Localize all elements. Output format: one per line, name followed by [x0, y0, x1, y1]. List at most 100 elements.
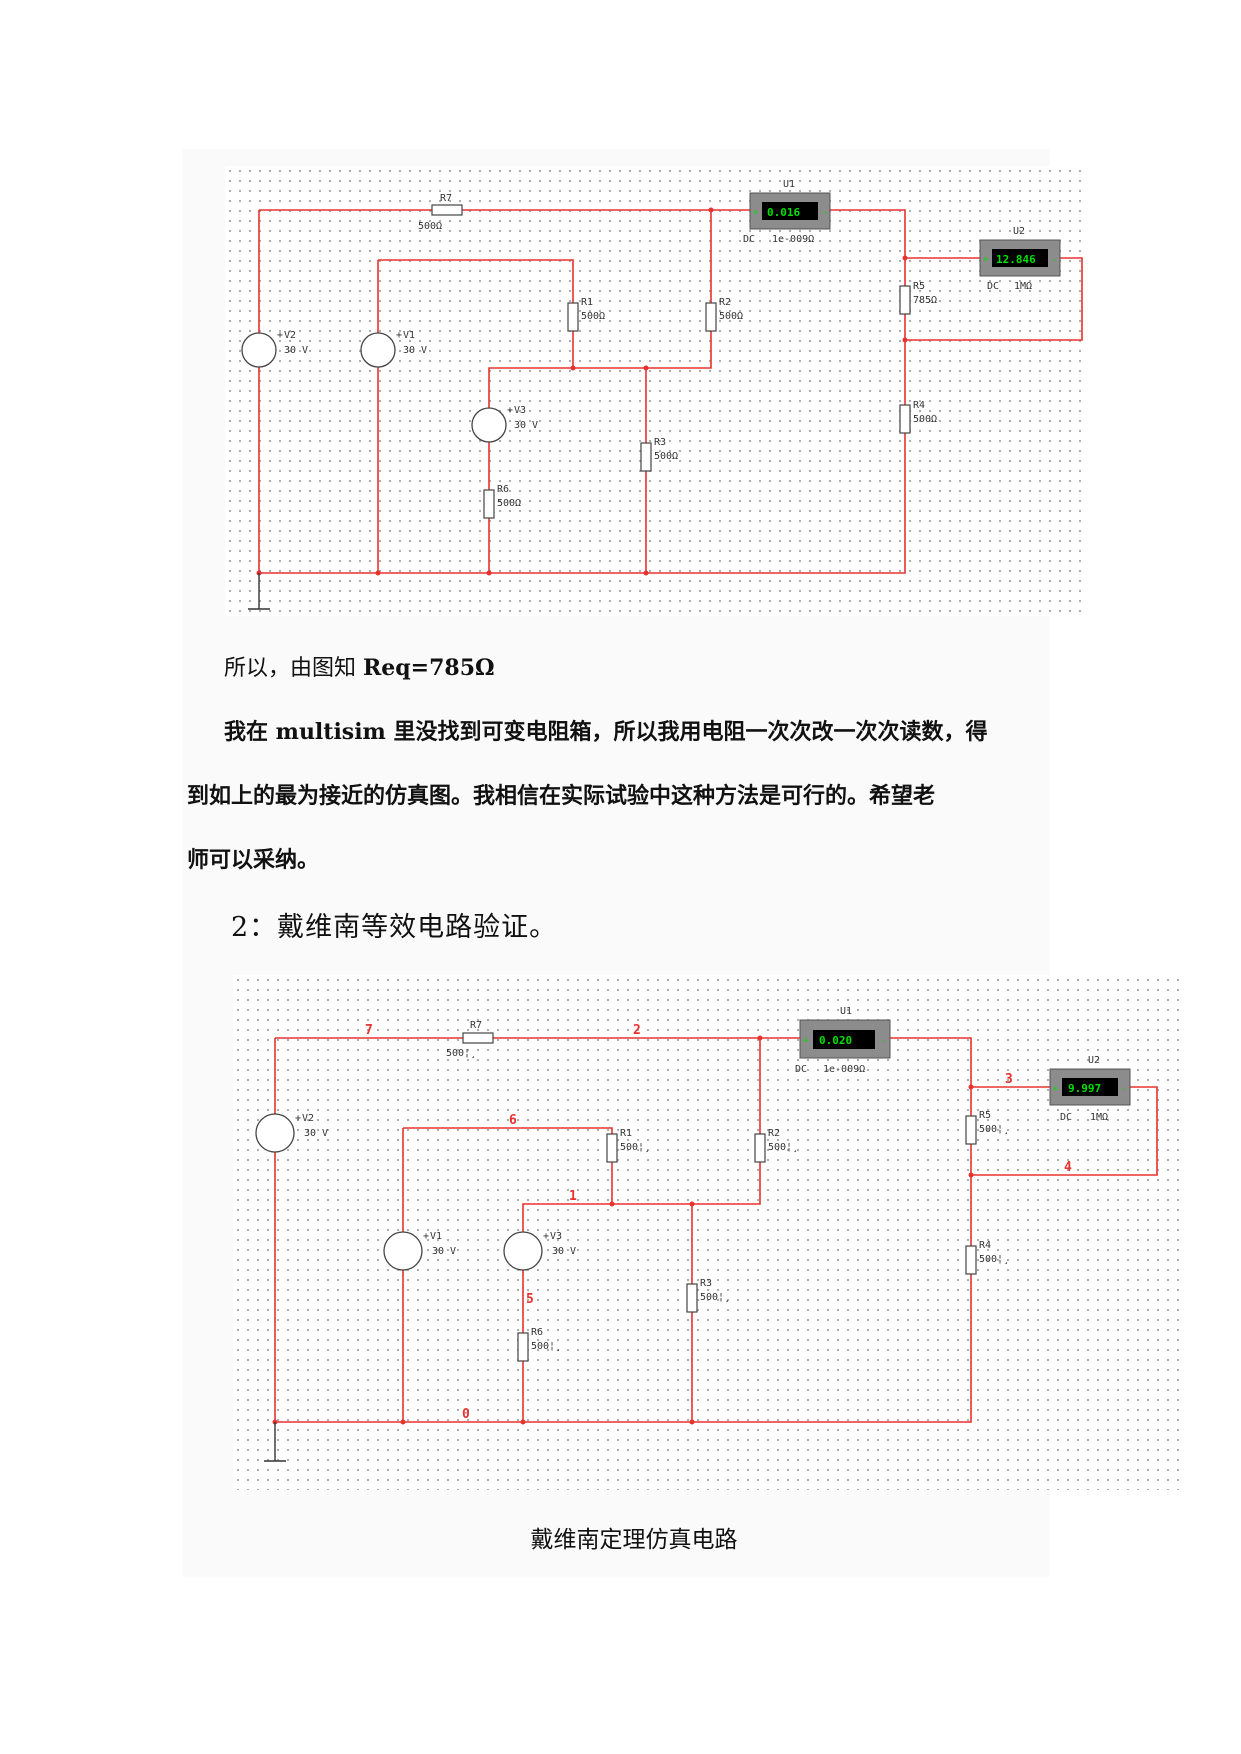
- circuit1-r4-value: 500Ω: [913, 414, 937, 425]
- circuit1-resistor-r6: [483, 489, 495, 519]
- circuit1-resistor-r1: [567, 302, 579, 332]
- circuit1-resistor-r7: [431, 204, 463, 216]
- circuit2-r2-value: 500¦¸: [768, 1142, 798, 1153]
- svg-text:+: +: [983, 255, 989, 265]
- circuit1-r2-name: R2: [719, 297, 731, 308]
- circuit2-resistor-r2: [754, 1133, 766, 1163]
- circuit2-r1-name: R1: [620, 1128, 632, 1139]
- circuit2-r4-value: 500¦¸: [979, 1254, 1009, 1265]
- svg-text:+: +: [423, 1231, 429, 1242]
- circuit2-u1-resistance: 1e-009Ω: [823, 1064, 865, 1075]
- svg-text:+: +: [543, 1231, 549, 1242]
- circuit2-junctions: [272, 1035, 974, 1425]
- circuit2-r3-name: R3: [700, 1278, 712, 1289]
- circuit2-u2-resistance: 1MΩ: [1090, 1112, 1108, 1123]
- svg-text:+: +: [803, 1036, 809, 1046]
- circuit1-meter-u2: 12.846 + -: [979, 239, 1061, 277]
- circuit1-junctions: [256, 207, 908, 576]
- svg-text:-: -: [1052, 255, 1057, 265]
- circuit1-resistor-r2: [705, 302, 717, 332]
- circuit2-r5-name: R5: [979, 1110, 991, 1121]
- circuit2-resistor-r1: [606, 1133, 618, 1163]
- circuit2-resistor-r3: [686, 1283, 698, 1313]
- circuit2-source-v2: [255, 1113, 295, 1153]
- schematic-grid-2: [233, 975, 1181, 1490]
- svg-text:+: +: [295, 1113, 301, 1124]
- circuit1-u2-reading: 12.846: [996, 253, 1036, 266]
- circuit2-r3-value: 500¦¸: [700, 1292, 730, 1303]
- circuit2-node-4: 4: [1064, 1160, 1072, 1175]
- circuit1-r1-value: 500Ω: [581, 311, 605, 322]
- circuit2-r6-name: R6: [531, 1327, 543, 1338]
- paragraph-line-3: 师可以采纳。: [187, 847, 320, 873]
- circuit1-v3-value: 30 V: [514, 420, 538, 431]
- circuit2-node-0: 0: [462, 1407, 470, 1422]
- circuit1-r3-name: R3: [654, 437, 666, 448]
- circuit1-resistor-r4: [899, 404, 911, 434]
- circuit1-source-v2: [241, 332, 277, 368]
- circuit2-v1-name: V1: [430, 1231, 442, 1242]
- circuit2-meter-u1: 0.020 + -: [799, 1019, 891, 1059]
- svg-text:+: +: [396, 330, 402, 341]
- circuit1-u1-resistance: 1e-009Ω: [772, 234, 814, 245]
- svg-text:+: +: [753, 208, 759, 218]
- svg-text:+: +: [1053, 1084, 1059, 1094]
- circuit2-u2-mode: DC: [1060, 1112, 1072, 1123]
- circuit1-r6-value: 500Ω: [497, 498, 521, 509]
- circuit2-v2-value: 30 V: [304, 1128, 328, 1139]
- circuit2-ground-symbol: [264, 1422, 286, 1462]
- circuit2-u1-name: U1: [840, 1006, 852, 1017]
- conclusion-line: 所以，由图知 Req=785Ω: [224, 650, 495, 682]
- section-heading: 2：戴维南等效电路验证。: [231, 912, 558, 943]
- circuit1-r4-name: R4: [913, 400, 925, 411]
- circuit2-r6-value: 500¦¸: [531, 1341, 561, 1352]
- circuit1-u1-reading: 0.016: [767, 206, 800, 219]
- circuit1-source-v3: [471, 407, 507, 443]
- circuit1-v1-value: 30 V: [403, 345, 427, 356]
- circuit1-u2-resistance: 1MΩ: [1014, 281, 1032, 292]
- circuit2-r7-name: R7: [470, 1020, 482, 1031]
- circuit1-r6-name: R6: [497, 484, 509, 495]
- circuit2-resistor-r5: [965, 1115, 977, 1145]
- paragraph-line-2: 到如上的最为接近的仿真图。我相信在实际试验中这种方法是可行的。希望老: [187, 783, 936, 809]
- circuit2-u1-mode: DC: [795, 1064, 807, 1075]
- circuit1-r5-name: R5: [913, 281, 925, 292]
- circuit2-u1-reading: 0.020: [819, 1034, 852, 1047]
- circuit1-source-v1: [360, 332, 396, 368]
- circuit1-u1-name: U1: [783, 179, 795, 190]
- circuit2-source-v1: [383, 1231, 423, 1271]
- circuit-schematic-2: 7 2 6 1 3 4 5 0 R7 500¦¸ R1 500¦¸ R2 500…: [255, 1006, 1158, 1462]
- circuit1-resistor-r3: [640, 442, 652, 472]
- svg-text:-: -: [822, 208, 827, 218]
- circuit2-node-2: 2: [633, 1023, 641, 1038]
- circuit2-v2-name: V2: [302, 1113, 314, 1124]
- circuit-schematic-1: R7 500Ω R1 500Ω R2 500Ω R5 785Ω R4 500Ω …: [241, 179, 1083, 610]
- circuit2-node-1: 1: [569, 1189, 577, 1204]
- circuit1-resistor-r5: [899, 285, 911, 315]
- svg-text:+: +: [507, 405, 513, 416]
- circuit2-r5-value: 500¦¸: [979, 1124, 1009, 1135]
- svg-text:-: -: [881, 1036, 886, 1046]
- circuit1-v1-name: V1: [403, 330, 415, 341]
- circuit2-node-6: 6: [509, 1113, 517, 1128]
- circuit1-v2-name: V2: [284, 330, 296, 341]
- conclusion-value: Req=785Ω: [363, 655, 495, 681]
- figure-caption: 戴维南定理仿真电路: [530, 1527, 738, 1553]
- svg-text:-: -: [1122, 1084, 1127, 1094]
- circuit1-wires: [258, 209, 1083, 574]
- circuit1-r3-value: 500Ω: [654, 451, 678, 462]
- circuit1-meter-u1: 0.016 + -: [749, 192, 831, 230]
- circuit1-r7-value: 500Ω: [418, 221, 442, 232]
- circuit2-u2-name: U2: [1088, 1055, 1100, 1066]
- circuit2-resistor-r7: [462, 1032, 494, 1044]
- circuit2-v3-name: V3: [550, 1231, 562, 1242]
- circuit2-r2-name: R2: [768, 1128, 780, 1139]
- circuit2-resistor-r4: [965, 1245, 977, 1275]
- circuit1-u2-mode: DC: [987, 281, 999, 292]
- circuit2-node-3: 3: [1005, 1072, 1013, 1087]
- circuit1-v3-name: V3: [514, 405, 526, 416]
- circuit1-u2-name: U2: [1013, 226, 1025, 237]
- circuit2-r7-value: 500¦¸: [446, 1048, 476, 1059]
- circuit2-resistor-r6: [517, 1332, 529, 1362]
- conclusion-prefix: 所以，由图知: [224, 656, 357, 681]
